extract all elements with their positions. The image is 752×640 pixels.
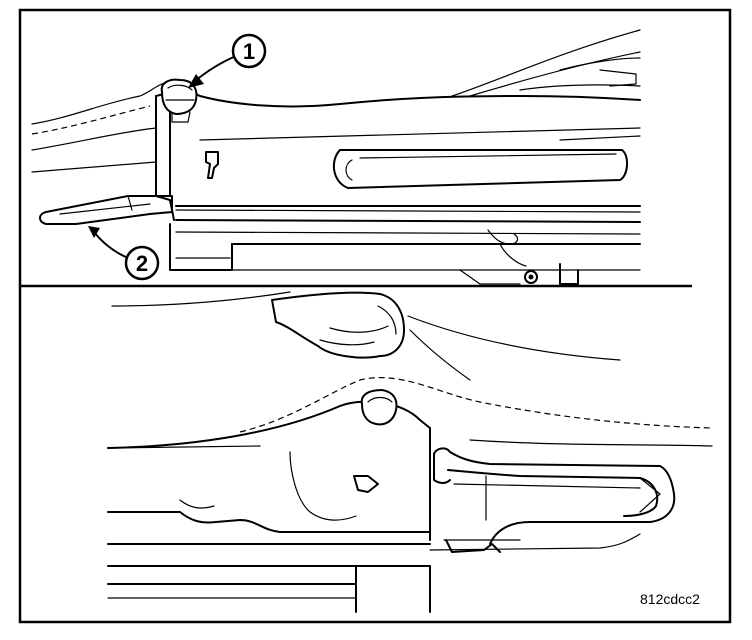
callout-1-label: 1 [243, 39, 255, 64]
callout-2-label: 2 [136, 251, 148, 276]
callout-1: 1 [231, 33, 267, 69]
outer-border [18, 8, 732, 624]
figure-code: 812cdcc2 [640, 591, 700, 607]
bottom-panel [107, 291, 713, 613]
top-panel: 1 2 [31, 29, 641, 285]
callout-2: 2 [124, 245, 160, 281]
pan-bolt-1 [160, 78, 198, 123]
